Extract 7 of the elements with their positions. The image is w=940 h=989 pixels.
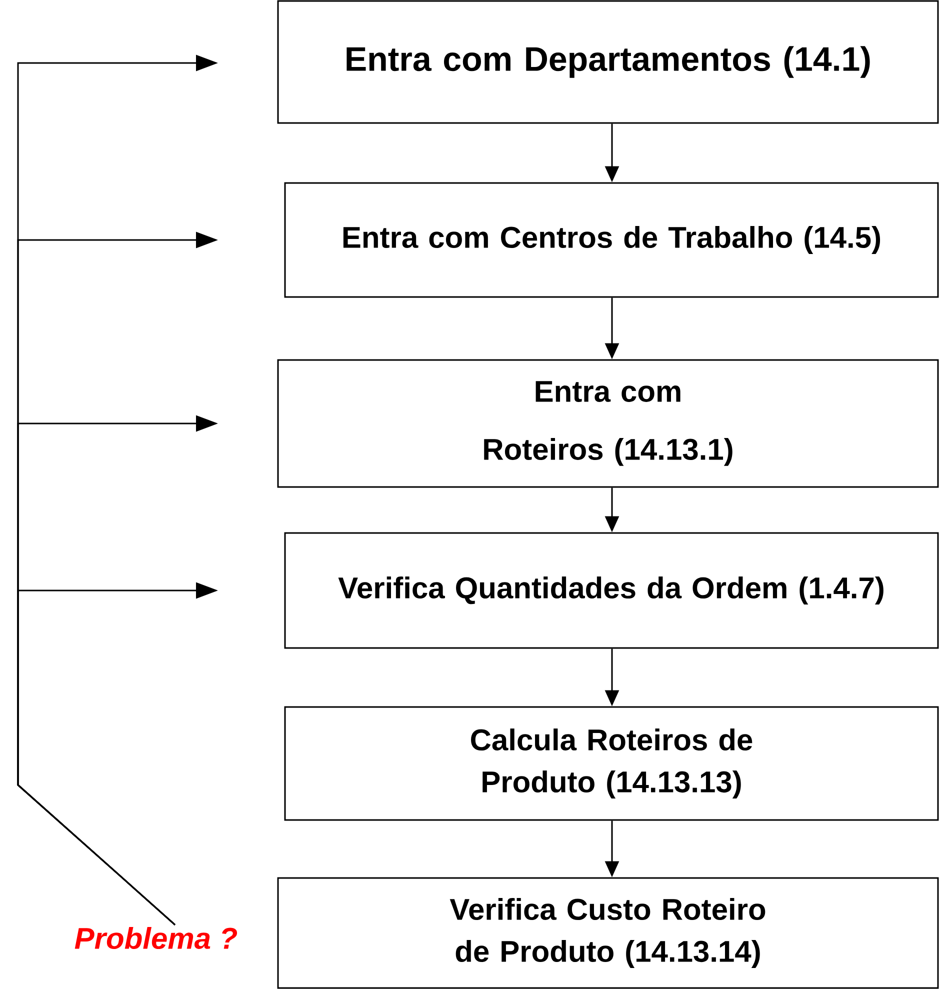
- process-box: Calcula Roteiros de Produto (14.13.13): [284, 706, 939, 821]
- process-box: Entra com Centros de Trabalho (14.5): [284, 182, 939, 298]
- process-box: Verifica Custo Roteiro de Produto (14.13.14): [277, 877, 939, 989]
- note-text: Problema ?: [74, 926, 238, 950]
- process-box: Entra com Roteiros (14.13.1): [277, 359, 939, 488]
- process-box: Verifica Quantidades da Ordem (1.4.7): [284, 532, 939, 649]
- process-box: Entra com Departamentos (14.1): [277, 0, 939, 124]
